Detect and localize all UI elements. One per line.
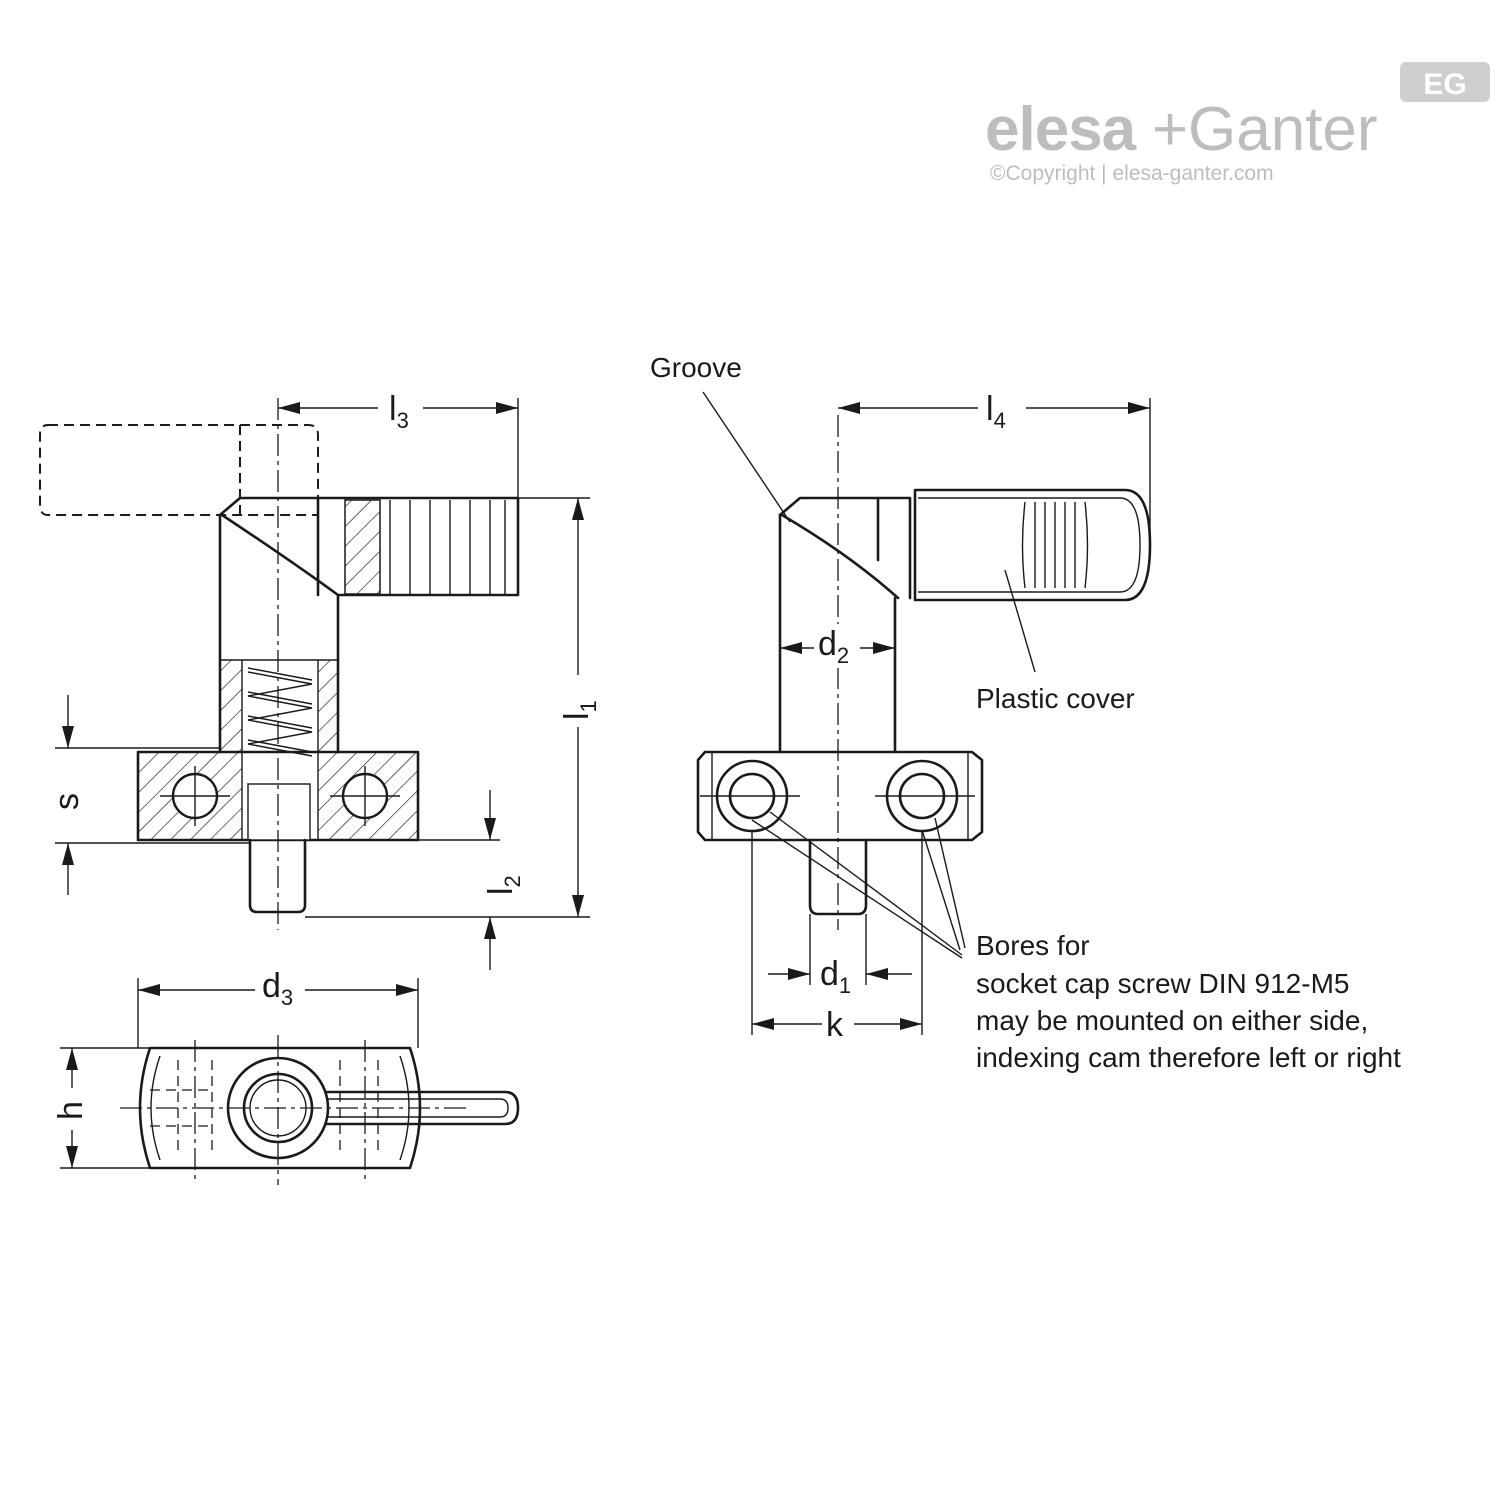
side-view bbox=[696, 415, 1152, 930]
dim-d1: d1 bbox=[820, 955, 851, 998]
label-bores-line-2: socket cap screw DIN 912-M5 bbox=[976, 968, 1349, 999]
dim-d3: d3 bbox=[262, 967, 293, 1010]
brand-logo: EG elesa + Ganter ©Copyright | elesa-gan… bbox=[985, 62, 1490, 185]
front-view-sectioned bbox=[39, 398, 520, 930]
dim-s: s bbox=[48, 793, 86, 810]
front-view-dimensions: l3 l1 l2 s bbox=[48, 386, 602, 970]
dim-k: k bbox=[826, 1006, 844, 1044]
brand-badge-icon: EG bbox=[1423, 68, 1466, 101]
label-groove: Groove bbox=[650, 352, 742, 383]
top-view bbox=[120, 1035, 520, 1185]
label-bores-line-3: may be mounted on either side, bbox=[976, 1005, 1368, 1036]
label-bores-line-1: Bores for bbox=[976, 930, 1090, 961]
annotations: Groove Plastic cover Bores for socket ca… bbox=[650, 352, 1401, 1073]
dim-d2: d2 bbox=[818, 625, 849, 668]
dim-l1: l1 bbox=[558, 700, 601, 720]
brand-name-right: Ganter bbox=[1188, 95, 1378, 164]
label-bores-line-4: indexing cam therefore left or right bbox=[976, 1042, 1401, 1073]
dim-l2: l2 bbox=[482, 875, 525, 895]
top-view-dimensions: d3 h bbox=[50, 966, 419, 1169]
dim-l4: l4 bbox=[986, 390, 1006, 433]
dim-l3: l3 bbox=[389, 390, 409, 433]
brand-badge-box bbox=[1400, 62, 1490, 102]
brand-plus: + bbox=[1152, 95, 1188, 164]
side-view-dimensions: l4 d2 d1 k bbox=[751, 386, 1151, 1044]
brand-name-left: elesa bbox=[985, 95, 1137, 164]
dim-h: h bbox=[52, 1101, 90, 1120]
label-plastic-cover: Plastic cover bbox=[976, 683, 1135, 714]
brand-copyright: ©Copyright | elesa-ganter.com bbox=[990, 162, 1274, 185]
